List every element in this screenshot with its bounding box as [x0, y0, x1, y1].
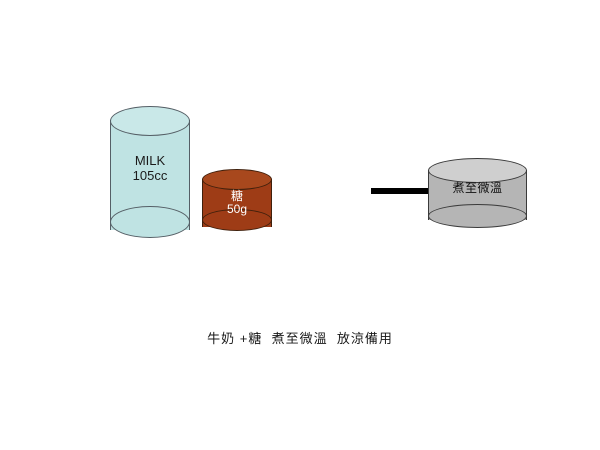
saucepan-handle	[371, 188, 435, 194]
sugar-cylinder: 糖 50g	[202, 169, 272, 237]
milk-cylinder-top-ellipse	[110, 106, 190, 136]
saucepan-group: 煮至微溫	[371, 158, 531, 234]
sugar-cylinder-top-ellipse	[202, 169, 272, 190]
step-caption: 牛奶 +糖 煮至微溫 放涼備用	[207, 331, 393, 346]
saucepan-top-ellipse	[428, 158, 527, 183]
saucepan-pot: 煮至微溫	[428, 158, 527, 230]
milk-cylinder: MILK 105cc	[110, 106, 190, 242]
saucepan-bottom-ellipse	[428, 204, 527, 228]
sugar-cylinder-bottom-ellipse	[202, 209, 272, 231]
milk-cylinder-bottom-ellipse	[110, 206, 190, 238]
